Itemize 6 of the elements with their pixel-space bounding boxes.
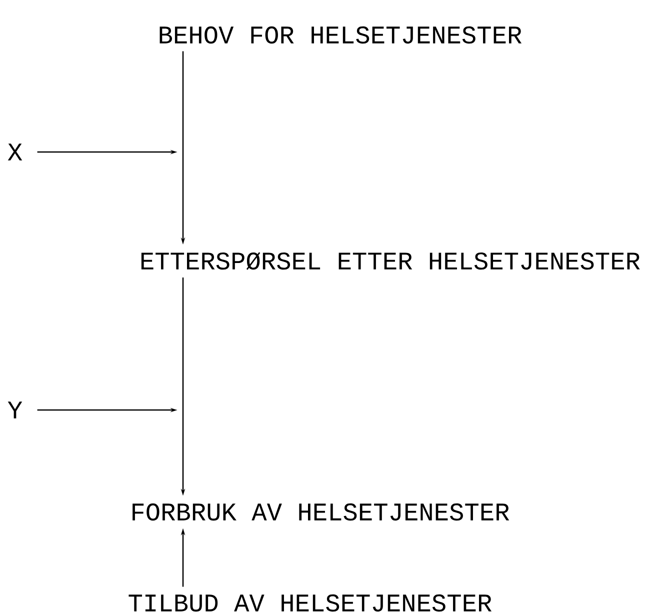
concept-label: FORBRUK AV HELSETJENESTER [132, 503, 510, 521]
variable-label: Y [8, 402, 22, 418]
concept-label: ETTERSPØRSEL ETTER HELSETJENESTER [141, 252, 640, 270]
concept-label: TILBUD AV HELSETJENESTER [128, 594, 492, 612]
variable-label: X [8, 144, 22, 160]
concept-label: BEHOV FOR HELSETJENESTER [160, 26, 522, 44]
